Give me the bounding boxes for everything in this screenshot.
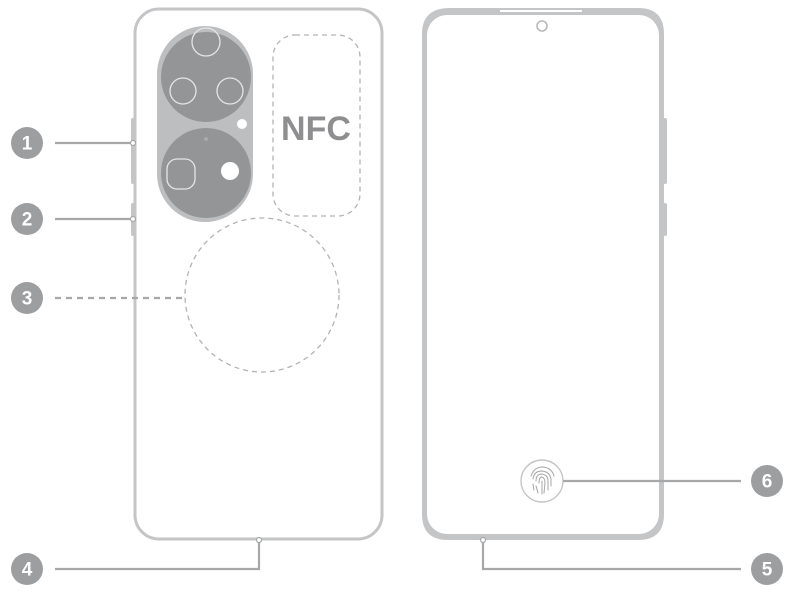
camera-module bbox=[157, 26, 253, 222]
callout-badge-4: 4 bbox=[11, 553, 43, 585]
callout-badge-2: 2 bbox=[11, 203, 43, 235]
callout-number: 3 bbox=[22, 289, 33, 310]
front-camera-icon bbox=[536, 20, 548, 32]
phone-back-view: NFC bbox=[131, 7, 384, 541]
wireless-charging-area bbox=[184, 217, 340, 373]
lens-icon bbox=[216, 77, 244, 105]
earpiece-slot bbox=[500, 10, 582, 12]
mic-dot bbox=[204, 137, 208, 141]
flash-icon bbox=[221, 162, 239, 180]
screen-area bbox=[427, 15, 659, 534]
phone-front-view bbox=[422, 8, 667, 540]
callout-number: 1 bbox=[22, 134, 33, 155]
fingerprint-icon bbox=[520, 459, 564, 503]
callout-badge-3: 3 bbox=[11, 282, 43, 314]
upper-lens-group bbox=[161, 32, 251, 122]
nfc-label: NFC bbox=[281, 110, 351, 148]
lower-lens-group bbox=[161, 128, 251, 218]
callout-badge-5: 5 bbox=[751, 553, 783, 585]
periscope-lens-icon bbox=[166, 158, 196, 190]
leader-endpoints bbox=[129, 139, 487, 544]
leader-line-4 bbox=[55, 540, 261, 571]
nfc-area: NFC bbox=[272, 34, 361, 217]
callout-badge-1: 1 bbox=[11, 127, 43, 159]
leader-line-5 bbox=[481, 540, 741, 571]
leader-lines bbox=[55, 141, 741, 571]
volume-button bbox=[131, 118, 136, 184]
lens-icon bbox=[191, 27, 221, 57]
sensor-dot bbox=[237, 119, 247, 129]
callout-badge-6: 6 bbox=[751, 465, 783, 497]
front-power-button bbox=[663, 203, 667, 236]
lens-icon bbox=[169, 77, 197, 105]
callout-number: 2 bbox=[22, 210, 33, 231]
front-volume-button bbox=[663, 118, 667, 184]
callout-number: 5 bbox=[762, 560, 773, 581]
callout-number: 6 bbox=[762, 472, 773, 493]
callout-number: 4 bbox=[22, 560, 33, 581]
